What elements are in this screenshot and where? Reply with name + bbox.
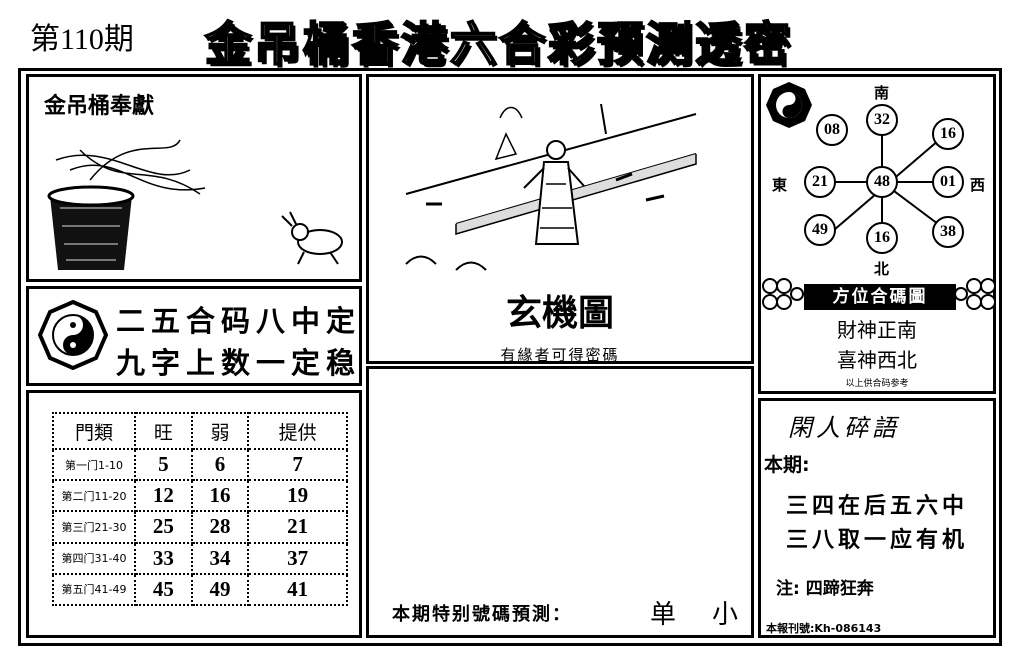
grid-row-label: 第一门1-10	[52, 447, 136, 482]
wealth-god-direction: 財神正南	[837, 318, 917, 342]
table-row: 第一门1-10 5 6 7	[52, 447, 348, 482]
slogan-line-1: 二五合码八中定	[116, 304, 362, 338]
grid-cell: 12	[134, 479, 193, 513]
grid-header: 提供	[247, 412, 348, 450]
bucket-icon	[47, 139, 206, 270]
compass-number-top: 32	[866, 104, 898, 136]
gossip-hint: 注: 四蹄狂奔	[776, 579, 874, 599]
table-row: 第四门31-40 33 34 37	[52, 541, 348, 575]
grid-row-label: 第五门41-49	[52, 572, 136, 607]
number-grid-panel	[26, 390, 362, 638]
grid-cell: 16	[190, 479, 250, 513]
grid-cell: 37	[247, 541, 348, 575]
veranda-illustration	[405, 104, 697, 271]
lady-figure-icon	[523, 140, 585, 245]
compass-number-top-left: 08	[816, 114, 848, 146]
flower-chain-right-icon	[954, 278, 996, 310]
slogan-panel	[26, 286, 362, 386]
grid-cell: 28	[190, 510, 250, 544]
issue-number: 第110期	[30, 23, 134, 56]
gossip-verse-2: 三八取一应有机	[785, 528, 968, 553]
yin-yang-icon	[38, 300, 108, 370]
gossip-panel	[758, 398, 996, 638]
direction-north: 北	[874, 260, 890, 278]
compass-number-bottom-left: 49	[804, 214, 836, 246]
direction-east: 東	[772, 176, 788, 194]
compass-number-bottom-right: 38	[932, 216, 964, 248]
grid-header-row: 門類 旺 弱 提供	[52, 412, 348, 450]
compass-number-top-right: 16	[932, 118, 964, 150]
grid-cell: 49	[190, 572, 250, 607]
rabbit-icon	[281, 211, 343, 265]
grid-cell: 34	[190, 541, 250, 575]
number-grid: 門類 旺 弱 提供 第一门1-10 5 6 7 第二门11-20 12 16 1…	[52, 412, 348, 607]
direction-south: 南	[874, 84, 890, 102]
flower-chain-left-icon	[762, 278, 804, 310]
publication-number: 本報刊號:Kh-086143	[766, 622, 882, 635]
gossip-title: 閑人碎語	[788, 414, 900, 442]
mystery-picture-caption: 玄機圖	[505, 292, 614, 334]
special-value-small: 小	[712, 600, 739, 630]
grid-cell: 7	[247, 447, 348, 482]
tribute-title: 金吊桶奉獻	[44, 94, 155, 119]
mystery-picture-panel	[366, 74, 754, 364]
grid-cell: 5	[134, 447, 193, 482]
gossip-verse-1: 三四在后五六中	[785, 494, 968, 519]
compass-number-bottom: 16	[866, 222, 898, 254]
compass-number-right: 01	[932, 166, 964, 198]
tribute-panel	[26, 74, 362, 282]
grid-cell: 21	[247, 510, 348, 544]
bucket-rabbit-illustration	[47, 139, 343, 270]
grid-row-label: 第二门11-20	[52, 479, 136, 513]
outer-frame	[18, 68, 1002, 646]
grid-header: 門類	[52, 412, 136, 450]
grid-cell: 19	[247, 479, 348, 513]
grid-cell: 41	[247, 572, 348, 607]
table-row: 第二门11-20 12 16 19	[52, 479, 348, 513]
joy-god-direction: 喜神西北	[837, 348, 917, 372]
grid-header: 旺	[134, 412, 193, 450]
table-row: 第三门21-30 25 28 21	[52, 510, 348, 544]
direction-combo-banner: 方位合碼圖	[804, 284, 956, 310]
special-prediction-panel	[366, 366, 754, 638]
page-title: 金吊桶香港六合彩预测透密	[204, 16, 793, 72]
mystery-subcaption: 有緣者可得密碼	[500, 346, 620, 364]
compass-note: 以上供合码参考	[845, 379, 909, 389]
grid-cell: 33	[134, 541, 193, 575]
table-row: 第五门41-49 45 49 41	[52, 572, 348, 607]
mystery-illustration	[405, 104, 697, 271]
special-number-label: 本期特别號碼預測：	[392, 604, 572, 625]
bagua-icon	[766, 82, 812, 128]
direction-west: 西	[970, 176, 986, 194]
grid-row-label: 第四门31-40	[52, 541, 136, 575]
period-label: 本期:	[764, 454, 810, 476]
grid-cell: 25	[134, 510, 193, 544]
grid-row-label: 第三门21-30	[52, 510, 136, 544]
grid-cell: 45	[134, 572, 193, 607]
slogan-line-2: 九字上数一定稳	[116, 346, 362, 380]
grid-cell: 6	[190, 447, 250, 482]
grid-header: 弱	[190, 412, 250, 450]
compass-number-center: 48	[866, 166, 898, 198]
compass-panel	[758, 74, 996, 394]
special-value-odd: 单	[650, 600, 677, 630]
compass-number-left: 21	[804, 166, 836, 198]
